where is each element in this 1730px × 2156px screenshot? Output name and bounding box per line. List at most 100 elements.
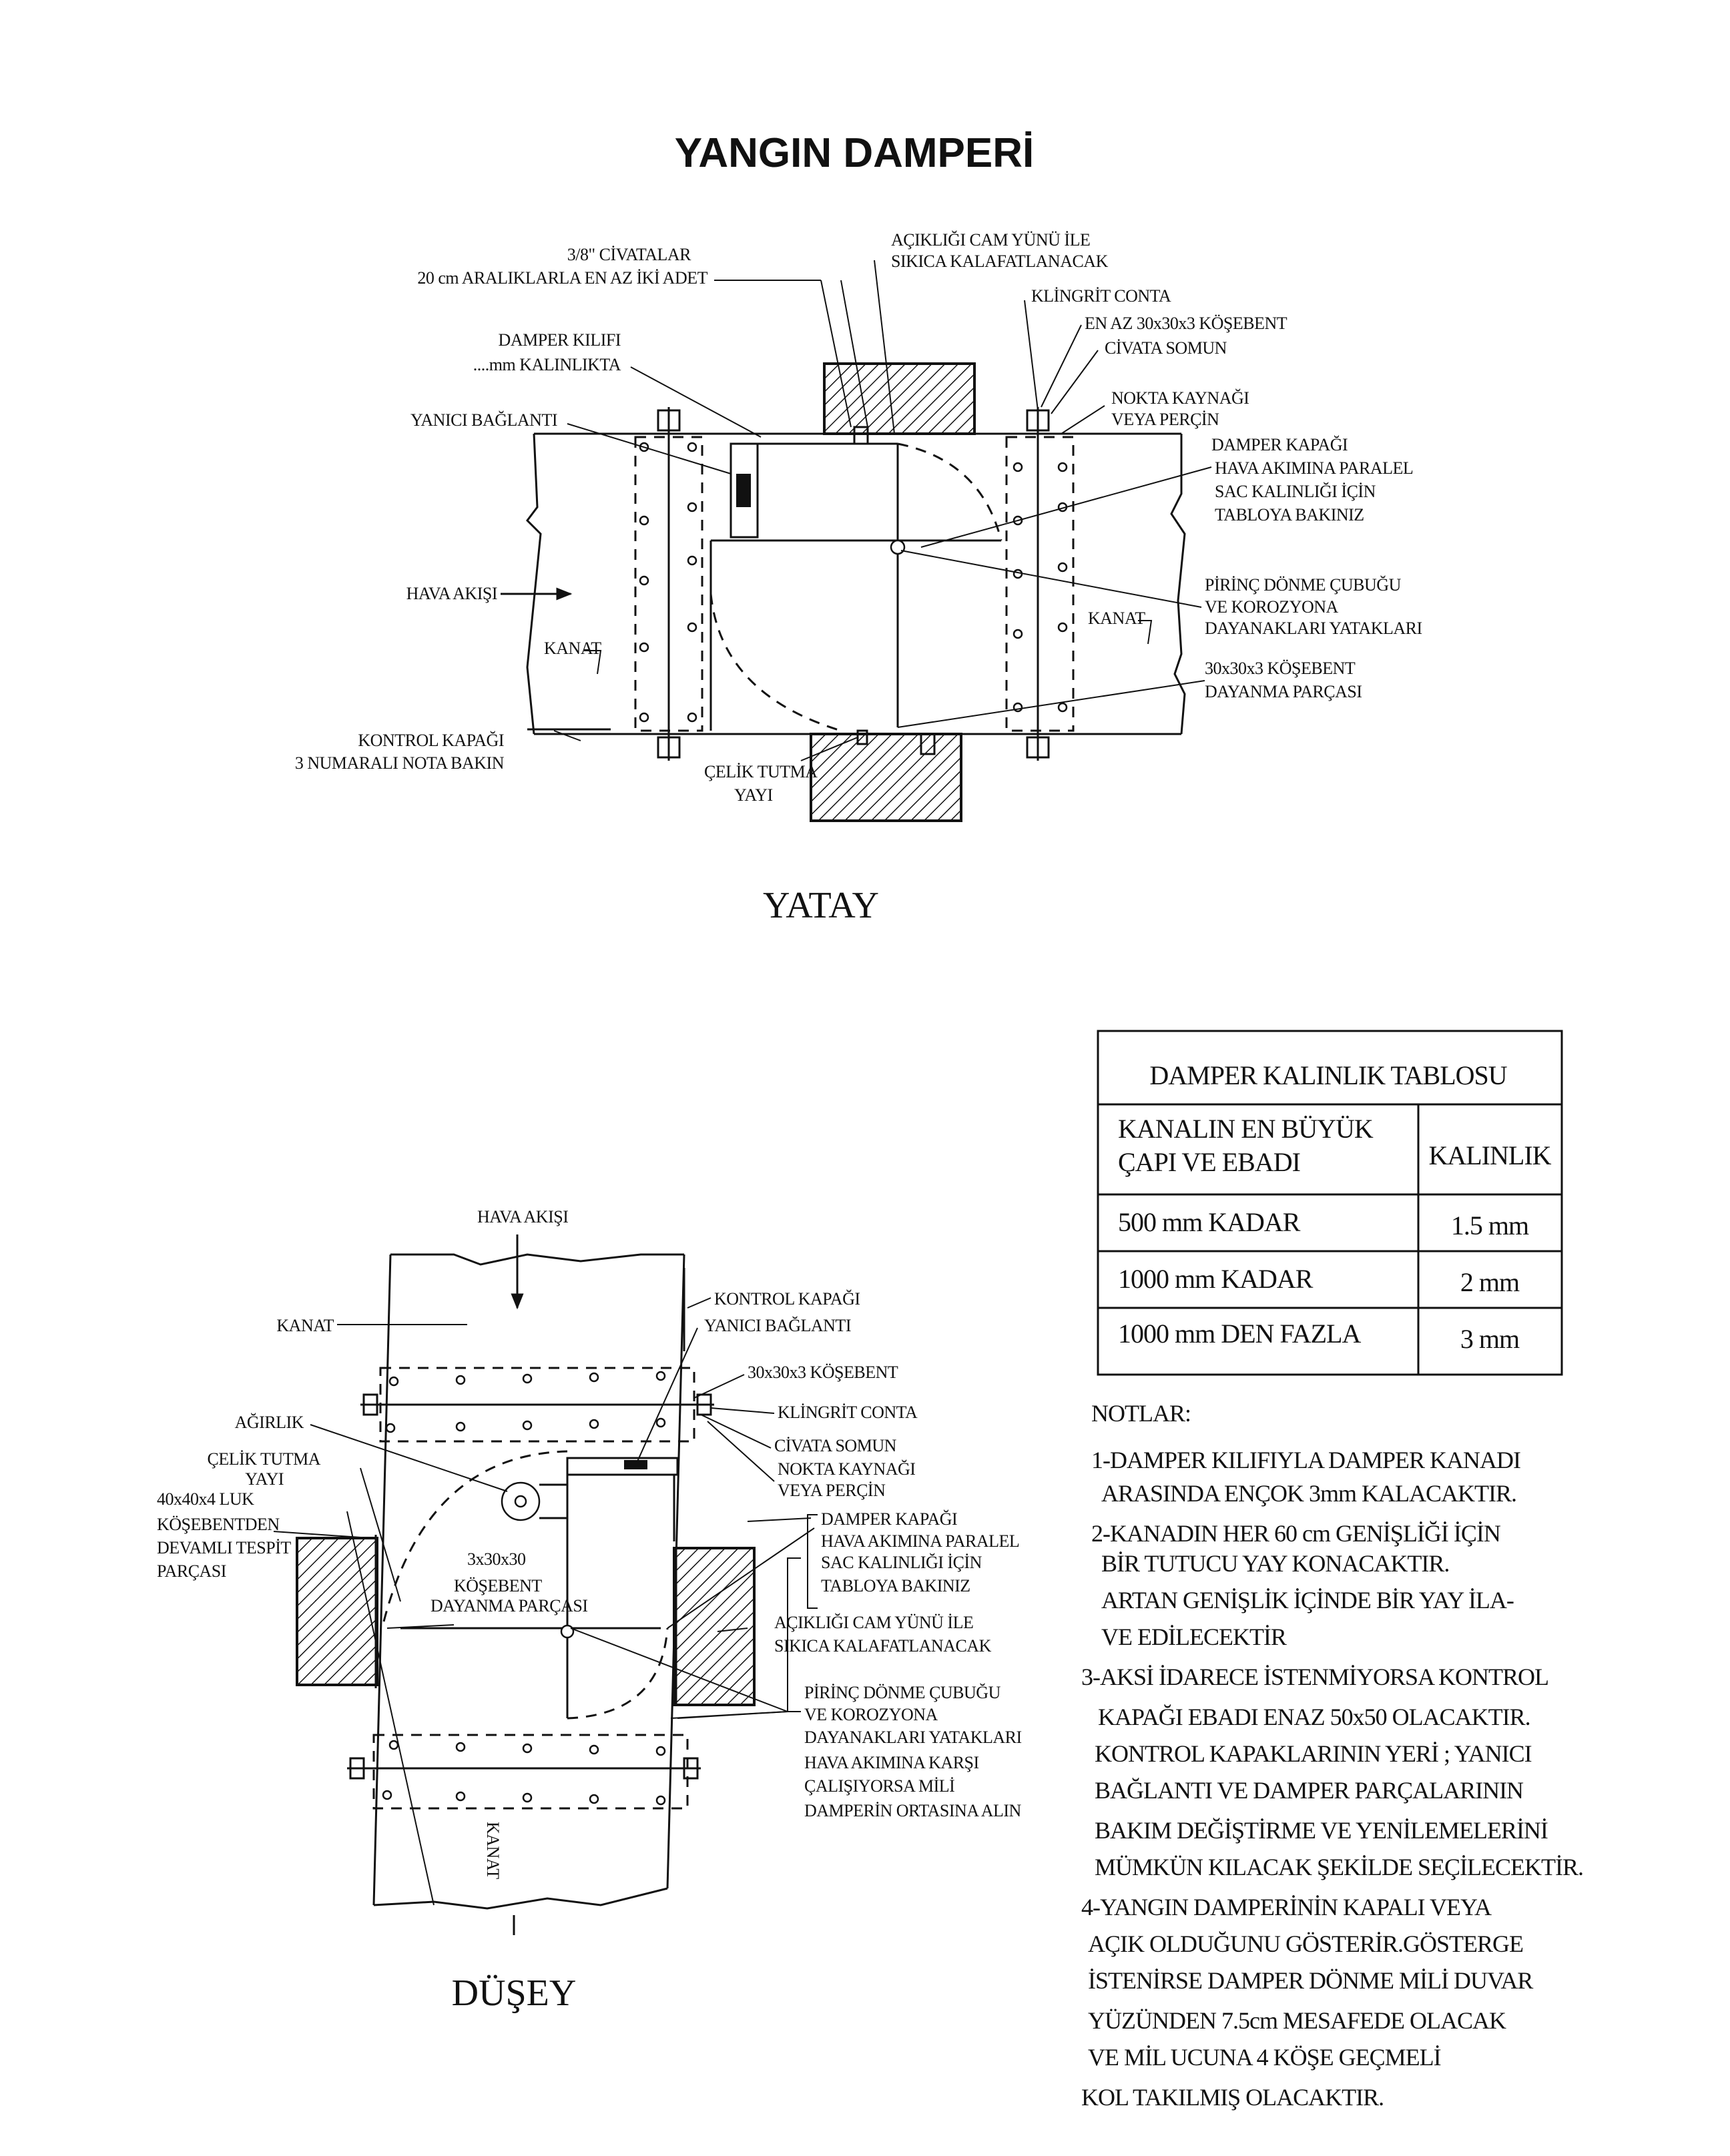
label-klingrit: KLİNGRİT CONTA bbox=[1031, 286, 1171, 306]
wall-left bbox=[296, 1537, 378, 1686]
note-line: AÇIK OLDUĞUNU GÖSTERİR.GÖSTERGE bbox=[1088, 1930, 1523, 1957]
label-blade-left: KANAT bbox=[544, 639, 601, 658]
v-label-glasswool-1: AÇIKLIĞI CAM YÜNÜ İLE bbox=[774, 1613, 973, 1632]
label-cover-3: SAC KALINLIĞI İÇİN bbox=[1215, 482, 1376, 501]
note-line: BAĞLANTI VE DAMPER PARÇALARININ bbox=[1095, 1777, 1524, 1804]
note-line: İSTENİRSE DAMPER DÖNME MİLİ DUVAR bbox=[1088, 1967, 1533, 1994]
v-label-angle40-2: KÖŞEBENTDEN bbox=[157, 1515, 280, 1534]
label-angle: EN AZ 30x30x3 KÖŞEBENT bbox=[1085, 314, 1287, 333]
table-row-1-size: 500 mm KADAR bbox=[1118, 1207, 1301, 1237]
label-shaft-3: DAYANAKLARI YATAKLARI bbox=[1205, 619, 1422, 638]
lower-flange-holes bbox=[382, 1740, 666, 1806]
label-bolts-1: 3/8" CİVATALAR bbox=[567, 245, 691, 264]
v-label-blade-bottom: KANAT bbox=[483, 1822, 503, 1879]
v-label-shaft-2: VE KOROZYONA bbox=[804, 1705, 938, 1724]
flange-holes-left bbox=[639, 442, 697, 723]
table-title: DAMPER KALINLIK TABLOSU bbox=[1149, 1060, 1507, 1090]
v-label-glasswool-2: SIKICA KALAFATLANACAK bbox=[774, 1636, 992, 1656]
label-cover-1: DAMPER KAPAĞI bbox=[1211, 435, 1348, 454]
fusible-link-v bbox=[624, 1460, 647, 1469]
note-line: ARASINDA ENÇOK 3mm KALACAKTIR. bbox=[1101, 1480, 1516, 1507]
vertical-section: HAVA AKIŞI KANAT KONTROL KAPAĞI YANICI B… bbox=[157, 1207, 1022, 2014]
note-line: VE EDİLECEKTİR bbox=[1101, 1624, 1287, 1650]
v-label-blade: KANAT bbox=[276, 1316, 334, 1335]
label-sleeve-1: DAMPER KILIFI bbox=[499, 330, 621, 350]
v-label-cover-4: TABLOYA BAKINIZ bbox=[821, 1576, 970, 1595]
label-fusible: YANICI BAĞLANTI bbox=[410, 410, 557, 430]
wall-bottom bbox=[810, 733, 962, 822]
notes: NOTLAR: 1-DAMPER KILIFIYLA DAMPER KANADI… bbox=[1081, 1400, 1584, 2111]
note-line: VE MİL UCUNA 4 KÖŞE GEÇMELİ bbox=[1088, 2044, 1441, 2071]
v-label-stop-3: DAYANMA PARÇASI bbox=[430, 1596, 588, 1615]
thickness-table: DAMPER KALINLIK TABLOSU KANALIN EN BÜYÜK… bbox=[1097, 1030, 1563, 1376]
table-header-thickness: KALINLIK bbox=[1428, 1140, 1551, 1170]
v-label-shaft-4: HAVA AKIMINA KARŞI bbox=[804, 1753, 979, 1772]
note-line: 1-DAMPER KILIFIYLA DAMPER KANADI bbox=[1091, 1447, 1520, 1473]
label-access-1: KONTROL KAPAĞI bbox=[358, 731, 504, 750]
v-label-shaft-5: ÇALIŞIYORSA MİLİ bbox=[804, 1776, 954, 1796]
label-glasswool-2: SIKICA KALAFATLANACAK bbox=[891, 252, 1109, 271]
label-spring-2: YAYI bbox=[734, 785, 773, 805]
note-line: BİR TUTUCU YAY KONACAKTIR. bbox=[1101, 1550, 1449, 1577]
label-spring-1: ÇELİK TUTMA bbox=[704, 762, 818, 781]
label-stop-2: DAYANMA PARÇASI bbox=[1205, 682, 1362, 701]
note-line: 2-KANADIN HER 60 cm GENİŞLİĞİ İÇİN bbox=[1091, 1520, 1501, 1547]
note-line: MÜMKÜN KILACAK ŞEKİLDE SEÇİLECEKTİR. bbox=[1095, 1854, 1583, 1880]
table-row-2-thickness: 2 mm bbox=[1460, 1267, 1520, 1297]
v-label-airflow: HAVA AKIŞI bbox=[477, 1207, 568, 1226]
v-label-stop-1: 3x30x30 bbox=[467, 1549, 526, 1569]
label-cover-2: HAVA AKIMINA PARALEL bbox=[1215, 458, 1413, 478]
label-sleeve-2: ....mm KALINLIKTA bbox=[473, 355, 621, 374]
v-label-spot-2: VEYA PERÇİN bbox=[778, 1481, 886, 1500]
v-label-weight: AĞIRLIK bbox=[235, 1413, 304, 1432]
label-stop-1: 30x30x3 KÖŞEBENT bbox=[1205, 659, 1356, 678]
v-label-stop-2: KÖŞEBENT bbox=[454, 1576, 542, 1595]
label-glasswool-1: AÇIKLIĞI CAM YÜNÜ İLE bbox=[891, 230, 1090, 250]
v-label-spring-2: YAYI bbox=[245, 1469, 284, 1489]
caption-vertical: DÜŞEY bbox=[452, 1972, 577, 2014]
v-label-angle40-3: DEVAMLI TESPİT bbox=[157, 1538, 291, 1557]
table-row-3-thickness: 3 mm bbox=[1460, 1324, 1520, 1354]
wall-right bbox=[673, 1547, 756, 1706]
note-line: BAKIM DEĞİŞTİRME VE YENİLEMELERİNİ bbox=[1095, 1817, 1548, 1844]
v-label-access: KONTROL KAPAĞI bbox=[714, 1289, 860, 1309]
v-label-cover-1: DAMPER KAPAĞI bbox=[821, 1509, 957, 1529]
label-bolts-2: 20 cm ARALIKLARLA EN AZ İKİ ADET bbox=[417, 268, 707, 288]
table-row-3-size: 1000 mm DEN FAZLA bbox=[1118, 1319, 1361, 1349]
label-spot-2: VEYA PERÇİN bbox=[1111, 410, 1219, 429]
note-line: YÜZÜNDEN 7.5cm MESAFEDE OLACAK bbox=[1088, 2007, 1506, 2034]
label-shaft-1: PİRİNÇ DÖNME ÇUBUĞU bbox=[1205, 575, 1402, 595]
label-airflow: HAVA AKIŞI bbox=[406, 584, 497, 603]
v-label-shaft-6: DAMPERİN ORTASINA ALIN bbox=[804, 1801, 1022, 1820]
table-header-size-1: KANALIN EN BÜYÜK bbox=[1118, 1114, 1374, 1144]
label-cover-4: TABLOYA BAKINIZ bbox=[1215, 505, 1364, 524]
note-line: KAPAĞI EBADI ENAZ 50x50 OLACAKTIR. bbox=[1098, 1704, 1530, 1730]
v-label-nut: CİVATA SOMUN bbox=[774, 1436, 897, 1455]
notes-heading: NOTLAR: bbox=[1091, 1400, 1191, 1427]
caption-horizontal: YATAY bbox=[763, 885, 879, 926]
v-label-cover-2: HAVA AKIMINA PARALEL bbox=[821, 1531, 1019, 1551]
flange-holes-right bbox=[1013, 462, 1068, 713]
note-line: ARTAN GENİŞLİK İÇİNDE BİR YAY İLA- bbox=[1101, 1587, 1514, 1613]
sheet-title: YANGIN DAMPERİ bbox=[675, 130, 1035, 176]
label-spot-1: NOKTA KAYNAĞI bbox=[1111, 388, 1249, 408]
v-label-klingrit: KLİNGRİT CONTA bbox=[778, 1403, 918, 1422]
table-header-size-2: ÇAPI VE EBADI bbox=[1118, 1147, 1300, 1177]
v-label-angle40-1: 40x40x4 LUK bbox=[157, 1489, 254, 1509]
v-label-spot-1: NOKTA KAYNAĞI bbox=[778, 1459, 915, 1479]
v-label-angle40-4: PARÇASI bbox=[157, 1561, 226, 1581]
fusible-link bbox=[736, 474, 751, 507]
note-line: 4-YANGIN DAMPERİNİN KAPALI VEYA bbox=[1081, 1894, 1492, 1920]
pivot-shaft bbox=[890, 539, 906, 555]
table-row-2-size: 1000 mm KADAR bbox=[1118, 1264, 1314, 1294]
label-shaft-2: VE KOROZYONA bbox=[1205, 597, 1339, 617]
note-line: 3-AKSİ İDARECE İSTENMİYORSA KONTROL bbox=[1081, 1664, 1548, 1690]
label-access-2: 3 NUMARALI NOTA BAKIN bbox=[295, 753, 505, 773]
note-line: KONTROL KAPAKLARININ YERİ ; YANICI bbox=[1095, 1740, 1532, 1767]
note-line: KOL TAKILMIŞ OLACAKTIR. bbox=[1081, 2084, 1384, 2111]
upper-flange-holes bbox=[385, 1371, 666, 1433]
horizontal-section: 3/8" CİVATALAR 20 cm ARALIKLARLA EN AZ İ… bbox=[295, 230, 1422, 926]
table-row-1-thickness: 1.5 mm bbox=[1451, 1210, 1529, 1240]
v-label-cover-3: SAC KALINLIĞI İÇİN bbox=[821, 1553, 982, 1572]
